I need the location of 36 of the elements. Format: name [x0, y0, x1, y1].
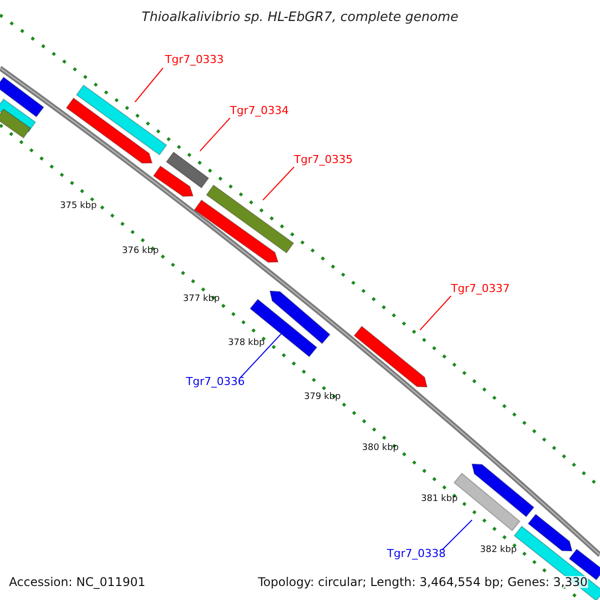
- tick-label: 375 kbp: [60, 202, 97, 211]
- leader-line: [420, 296, 452, 330]
- gene-label: Tgr7_0336: [186, 376, 245, 387]
- gene-bar: [152, 165, 194, 197]
- gene-bar: [0, 76, 44, 118]
- gene-bar: [0, 108, 32, 139]
- gene-label: Tgr7_0333: [165, 54, 224, 65]
- gene-bar: [194, 199, 279, 263]
- accession-text: Accession: NC_011901: [9, 576, 146, 588]
- tick-label: 379 kbp: [304, 393, 341, 402]
- tick-label: 380 kbp: [362, 444, 399, 453]
- gene-label: Tgr7_0337: [451, 283, 510, 294]
- tick-label: 381 kbp: [421, 495, 458, 504]
- genome-stats: Topology: circular; Length: 3,464,554 bp; Genes: 3,330: [258, 576, 588, 588]
- gene-bar: [471, 463, 535, 518]
- gene-label: Tgr7_0335: [294, 154, 353, 165]
- leader-line: [134, 68, 164, 102]
- tick-label: 378 kbp: [228, 339, 265, 348]
- gene-bar: [354, 326, 428, 388]
- gene-label: Tgr7_0338: [387, 548, 446, 559]
- tick-label: 382 kbp: [480, 546, 517, 555]
- gene-bar: [166, 151, 210, 189]
- gene-label: Tgr7_0334: [230, 105, 289, 116]
- gene-bar: [528, 514, 573, 552]
- leader-line: [442, 520, 472, 550]
- leader-line: [240, 334, 282, 378]
- gene-bar: [206, 184, 294, 254]
- leader-line: [200, 118, 230, 152]
- title: Thioalkalivibrio sp. HL-EbGR7, complete genome: [140, 11, 460, 24]
- gene-bar: [250, 298, 318, 358]
- gene-bar: [269, 290, 331, 344]
- tick-label: 376 kbp: [122, 247, 159, 256]
- leader-line: [262, 166, 294, 200]
- gene-bar: [76, 84, 168, 156]
- gene-bar: [66, 97, 153, 164]
- tick-label: 377 kbp: [183, 295, 220, 304]
